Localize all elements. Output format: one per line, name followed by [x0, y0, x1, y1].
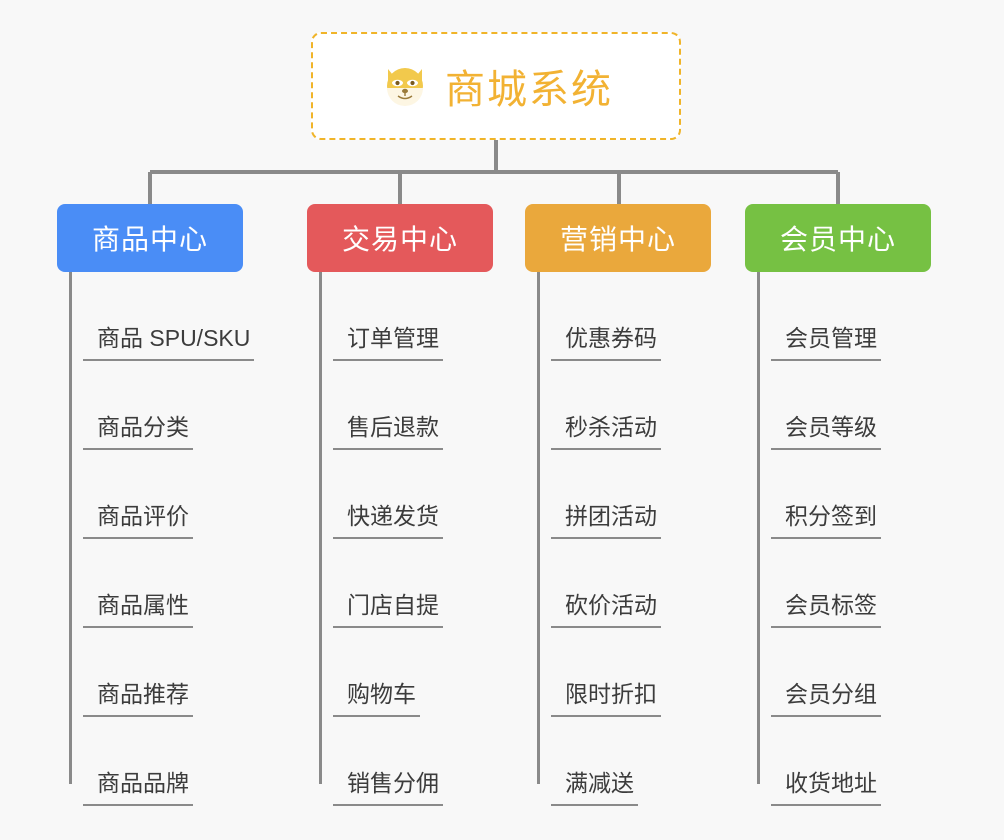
list-item-label: 秒杀活动: [551, 408, 661, 450]
list-item-label: 商品分类: [83, 408, 193, 450]
list-item-label: 门店自提: [333, 586, 443, 628]
branch-product-center: 商品中心 商品 SPU/SKU 商品分类 商品评价 商品属性 商品推荐 商品品牌: [57, 204, 317, 806]
list-item[interactable]: 收货地址: [771, 717, 965, 806]
list-item[interactable]: 会员分组: [771, 628, 965, 717]
branch-marketing-center: 营销中心 优惠券码 秒杀活动 拼团活动 砍价活动 限时折扣 满减送: [525, 204, 745, 806]
list-item-label: 商品品牌: [83, 764, 193, 806]
root-title: 商城系统: [445, 68, 613, 112]
list-item[interactable]: 商品 SPU/SKU: [83, 272, 317, 361]
branch-member-center: 会员中心 会员管理 会员等级 积分签到 会员标签 会员分组 收货地址: [745, 204, 965, 806]
list-item-label: 商品属性: [83, 586, 193, 628]
branch-header-label: 交易中心: [341, 224, 458, 255]
list-item-label: 商品推荐: [83, 675, 193, 717]
list-item[interactable]: 会员等级: [771, 361, 965, 450]
branch-header-label: 营销中心: [559, 224, 676, 255]
list-item-label: 收货地址: [771, 764, 881, 806]
list-item-label: 订单管理: [333, 319, 443, 361]
list-item[interactable]: 门店自提: [333, 539, 527, 628]
list-item[interactable]: 会员标签: [771, 539, 965, 628]
branch-header[interactable]: 营销中心: [525, 204, 711, 272]
list-item[interactable]: 销售分佣: [333, 717, 527, 806]
branch-header-label: 会员中心: [779, 224, 896, 255]
list-item-label: 限时折扣: [551, 675, 661, 717]
list-item[interactable]: 会员管理: [771, 272, 965, 361]
list-item-label: 销售分佣: [333, 764, 443, 806]
list-item[interactable]: 快递发货: [333, 450, 527, 539]
branch-header-label: 商品中心: [91, 224, 208, 255]
list-item-label: 快递发货: [333, 497, 443, 539]
list-item[interactable]: 拼团活动: [551, 450, 745, 539]
list-item[interactable]: 积分签到: [771, 450, 965, 539]
list-item[interactable]: 满减送: [551, 717, 745, 806]
branch-header[interactable]: 交易中心: [307, 204, 493, 272]
root-node[interactable]: 商城系统: [311, 32, 681, 140]
list-item-label: 会员管理: [771, 319, 881, 361]
list-item-label: 商品 SPU/SKU: [83, 319, 255, 361]
list-item[interactable]: 砍价活动: [551, 539, 745, 628]
list-item-label: 会员标签: [771, 586, 881, 628]
list-item[interactable]: 售后退款: [333, 361, 527, 450]
list-item-label: 会员分组: [771, 675, 881, 717]
branch-item-list: 会员管理 会员等级 积分签到 会员标签 会员分组 收货地址: [745, 272, 965, 806]
branch-trade-center: 交易中心 订单管理 售后退款 快递发货 门店自提 购物车 销售分佣: [307, 204, 527, 806]
list-item[interactable]: 商品评价: [83, 450, 317, 539]
list-item-label: 优惠券码: [551, 319, 661, 361]
list-item-label: 购物车: [333, 675, 420, 717]
list-item[interactable]: 商品推荐: [83, 628, 317, 717]
list-item-label: 砍价活动: [551, 586, 661, 628]
list-item[interactable]: 商品属性: [83, 539, 317, 628]
list-item-label: 会员等级: [771, 408, 881, 450]
list-item[interactable]: 优惠券码: [551, 272, 745, 361]
list-item-label: 售后退款: [333, 408, 443, 450]
list-item-label: 拼团活动: [551, 497, 661, 539]
branch-header[interactable]: 会员中心: [745, 204, 931, 272]
shiba-dog-face-icon: [379, 60, 431, 112]
list-item[interactable]: 商品品牌: [83, 717, 317, 806]
list-item-label: 积分签到: [771, 497, 881, 539]
branch-item-list: 订单管理 售后退款 快递发货 门店自提 购物车 销售分佣: [307, 272, 527, 806]
list-item[interactable]: 购物车: [333, 628, 527, 717]
branch-item-list: 优惠券码 秒杀活动 拼团活动 砍价活动 限时折扣 满减送: [525, 272, 745, 806]
branch-header[interactable]: 商品中心: [57, 204, 243, 272]
list-item[interactable]: 订单管理: [333, 272, 527, 361]
list-item[interactable]: 秒杀活动: [551, 361, 745, 450]
list-item[interactable]: 限时折扣: [551, 628, 745, 717]
list-item-label: 满减送: [551, 764, 638, 806]
branch-item-list: 商品 SPU/SKU 商品分类 商品评价 商品属性 商品推荐 商品品牌: [57, 272, 317, 806]
list-item-label: 商品评价: [83, 497, 193, 539]
list-item[interactable]: 商品分类: [83, 361, 317, 450]
